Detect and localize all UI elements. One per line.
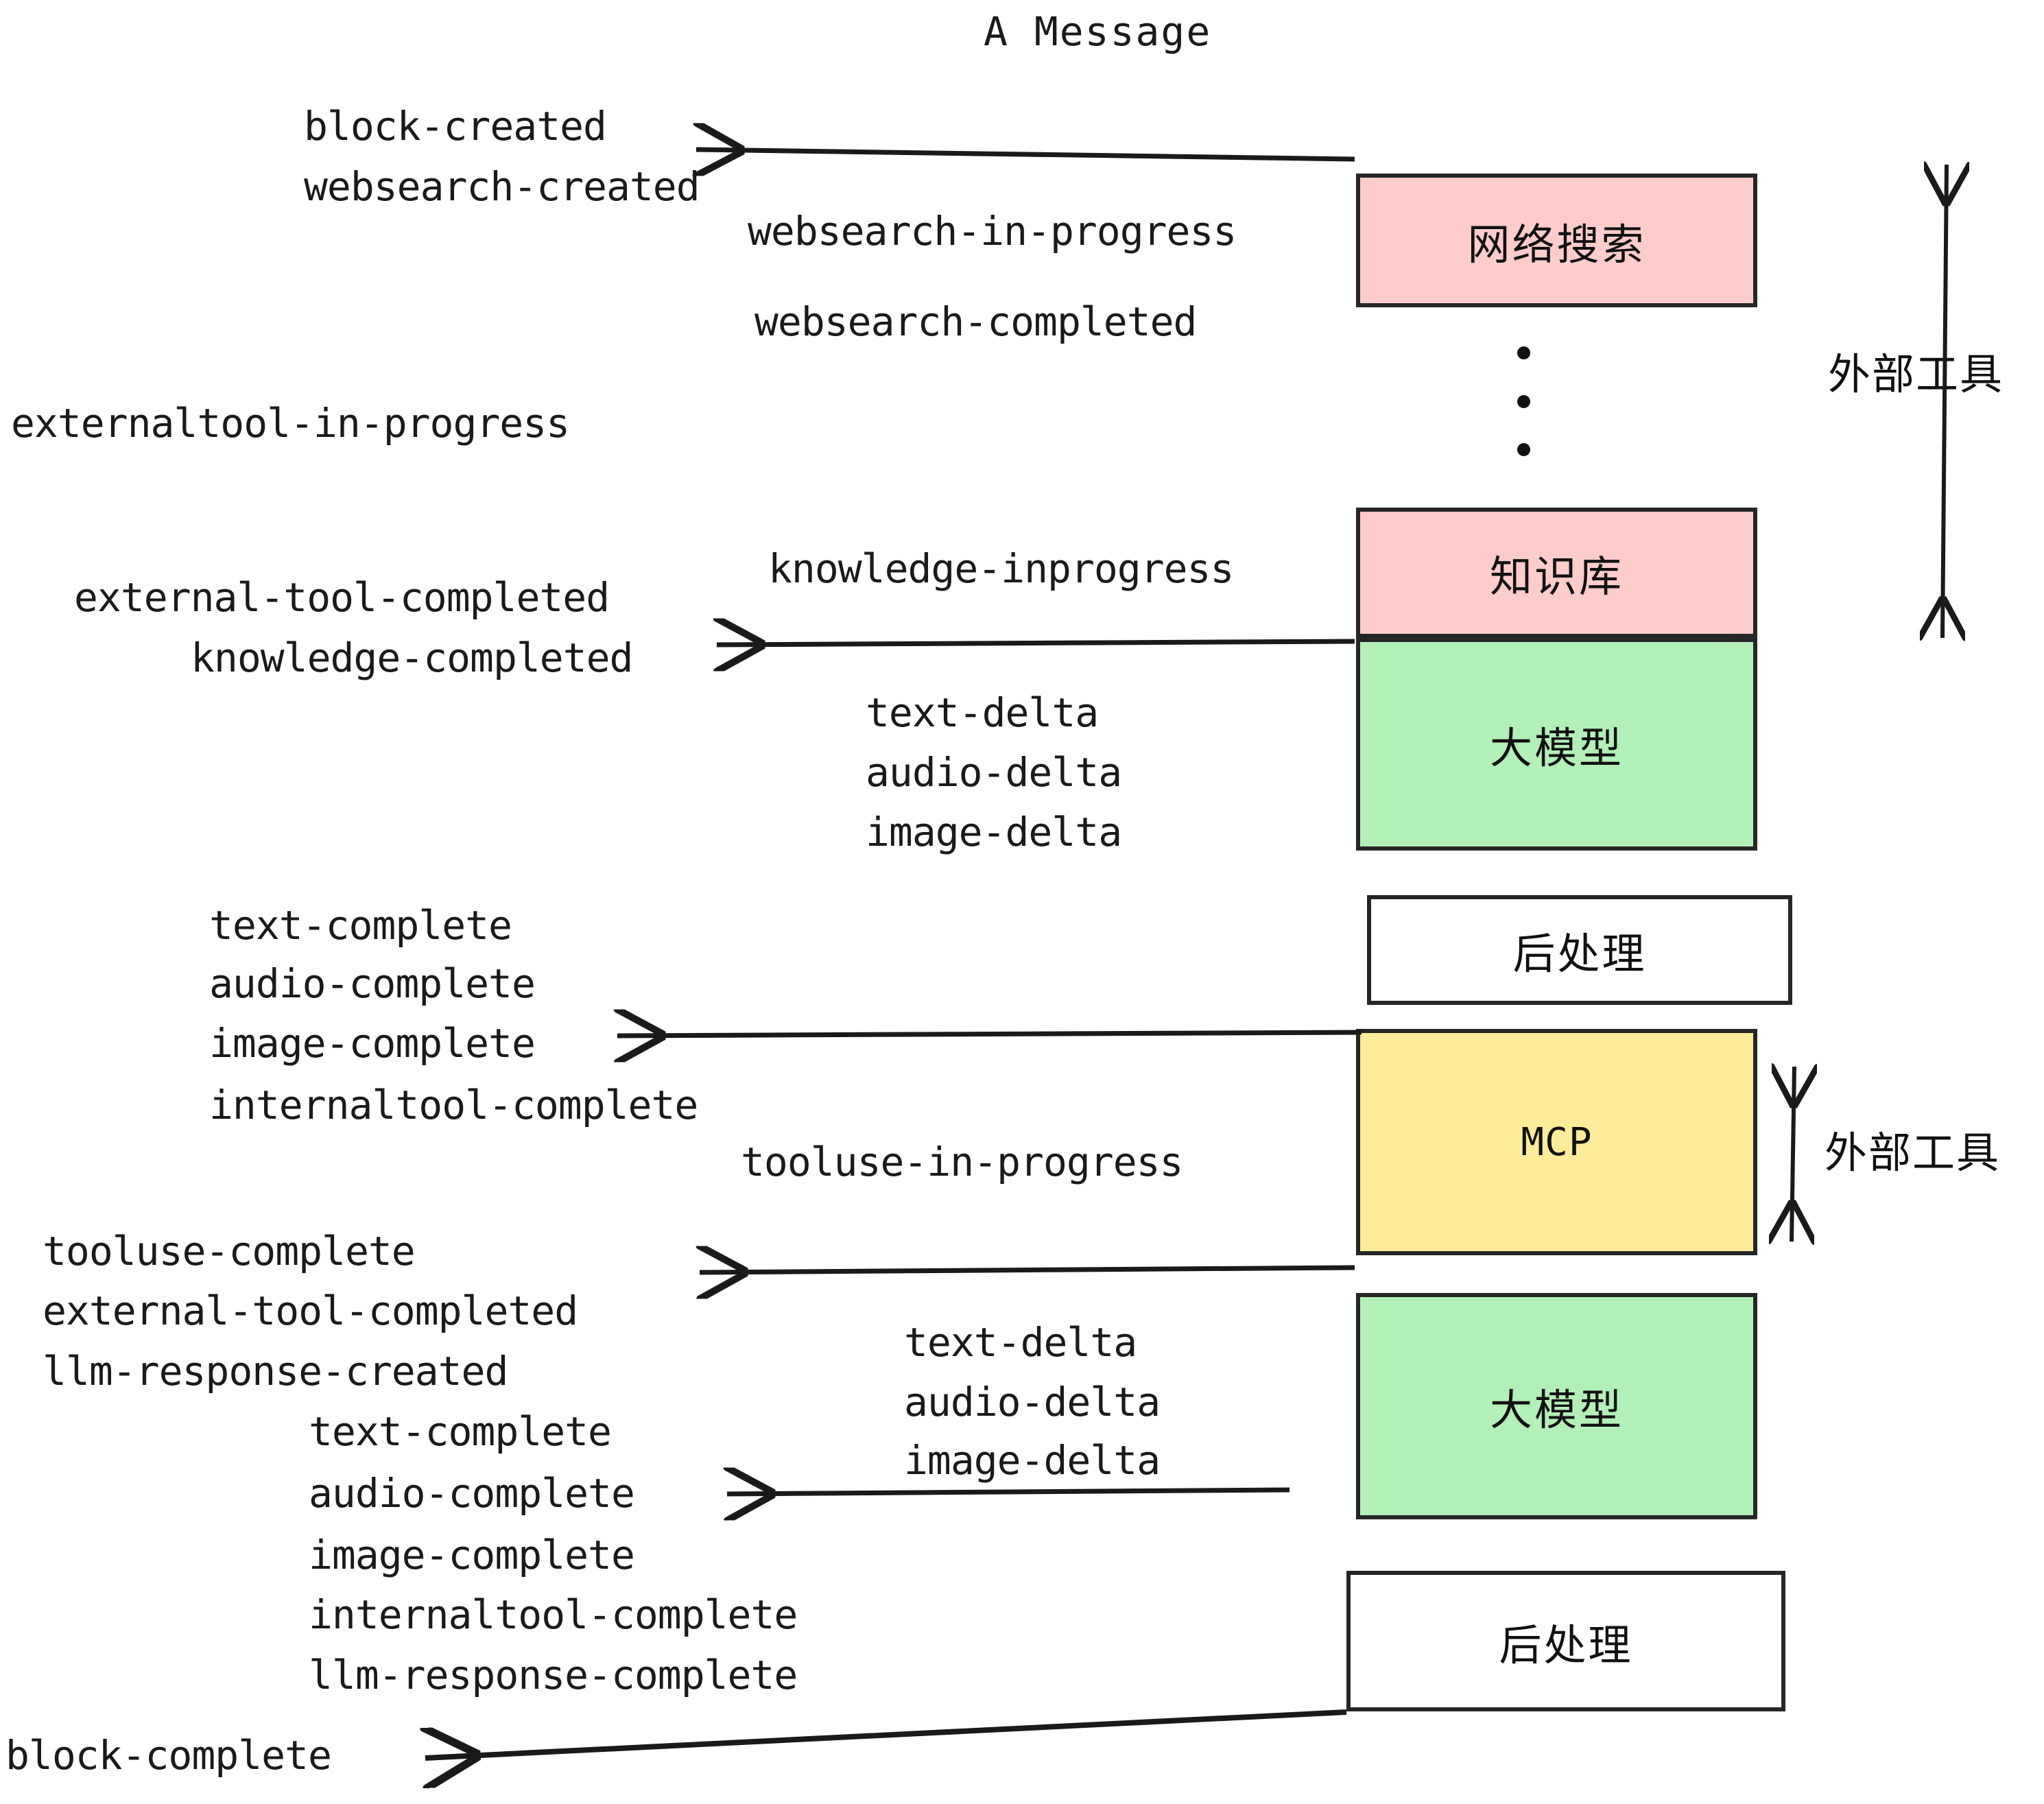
event-label-internaltool-complete-1: internaltool-complete: [209, 1082, 698, 1128]
event-label-knowledge-completed: knowledge-completed: [191, 634, 633, 681]
arrow-postprocess2-to-blockcomplete: [425, 1709, 1347, 1758]
event-label-llm-response-created: llm-response-created: [43, 1348, 508, 1394]
arrow-knowledge-to-completed: [717, 641, 1355, 645]
event-label-websearch-completed: websearch-completed: [754, 298, 1197, 345]
event-label-block-created: block-created: [304, 103, 607, 150]
event-label-image-delta-2: image-delta: [904, 1437, 1161, 1484]
ellipsis-dot: [1517, 394, 1530, 408]
event-label-websearch-created: websearch-created: [304, 163, 700, 210]
arrow-mcp-to-toolusecomplete: [700, 1268, 1355, 1272]
event-label-image-complete-1: image-complete: [209, 1020, 536, 1067]
event-label-text-complete-2: text-complete: [309, 1408, 612, 1455]
event-label-text-delta-2: text-delta: [904, 1319, 1137, 1366]
page-title: A Message: [984, 8, 1212, 55]
node-box-websearch[interactable]: 网络搜索: [1356, 174, 1757, 307]
arrow-llm2-to-audiocomplete: [727, 1490, 1290, 1494]
node-box-llm-1[interactable]: 大模型: [1356, 638, 1757, 851]
event-label-internaltool-complete-2: internaltool-complete: [309, 1591, 798, 1638]
bracket-label-external-tools-bottom: 外部工具: [1825, 1128, 2001, 1178]
event-label-externaltool-in-progress: externaltool-in-progress: [11, 400, 570, 447]
event-label-tooluse-in-progress: tooluse-in-progress: [741, 1139, 1183, 1185]
vertical-ellipsis-dots: [1517, 346, 1530, 456]
event-label-audio-delta-1: audio-delta: [866, 749, 1122, 796]
event-label-image-complete-2: image-complete: [309, 1532, 635, 1578]
arrow-websearch-to-blockcreated: [696, 150, 1355, 159]
node-box-postprocess-1[interactable]: 后处理: [1367, 895, 1792, 1005]
event-label-audio-complete-1: audio-complete: [209, 960, 536, 1007]
event-label-external-tool-completed-2: external-tool-completed: [43, 1287, 578, 1334]
arrow-postprocess1-to-imagecomplete: [617, 1032, 1362, 1036]
node-box-mcp[interactable]: MCP: [1356, 1029, 1757, 1255]
bracket-label-external-tools-top: 外部工具: [1828, 349, 2004, 399]
event-label-websearch-in-progress: websearch-in-progress: [748, 208, 1237, 254]
event-label-llm-response-complete: llm-response-complete: [309, 1652, 798, 1698]
node-box-knowledge[interactable]: 知识库: [1356, 508, 1757, 638]
node-box-llm-2[interactable]: 大模型: [1356, 1293, 1757, 1519]
event-label-block-complete: block-complete: [5, 1732, 332, 1779]
event-label-text-delta-1: text-delta: [866, 689, 1099, 736]
ellipsis-dot: [1517, 443, 1530, 456]
event-label-audio-delta-2: audio-delta: [904, 1379, 1161, 1425]
event-label-audio-complete-2: audio-complete: [309, 1470, 635, 1517]
event-label-text-complete-1: text-complete: [209, 902, 512, 949]
event-label-knowledge-inprogress: knowledge-inprogress: [768, 545, 1234, 592]
node-box-postprocess-2[interactable]: 后处理: [1346, 1571, 1785, 1711]
ellipsis-dot: [1517, 346, 1530, 359]
event-label-tooluse-complete: tooluse-complete: [43, 1228, 416, 1274]
bracket-arrow-external-tools-bottom: [1792, 1067, 1794, 1242]
event-label-external-tool-completed-1: external-tool-completed: [74, 574, 610, 621]
event-label-image-delta-1: image-delta: [866, 809, 1122, 855]
bracket-arrow-external-tools-top: [1942, 165, 1947, 638]
